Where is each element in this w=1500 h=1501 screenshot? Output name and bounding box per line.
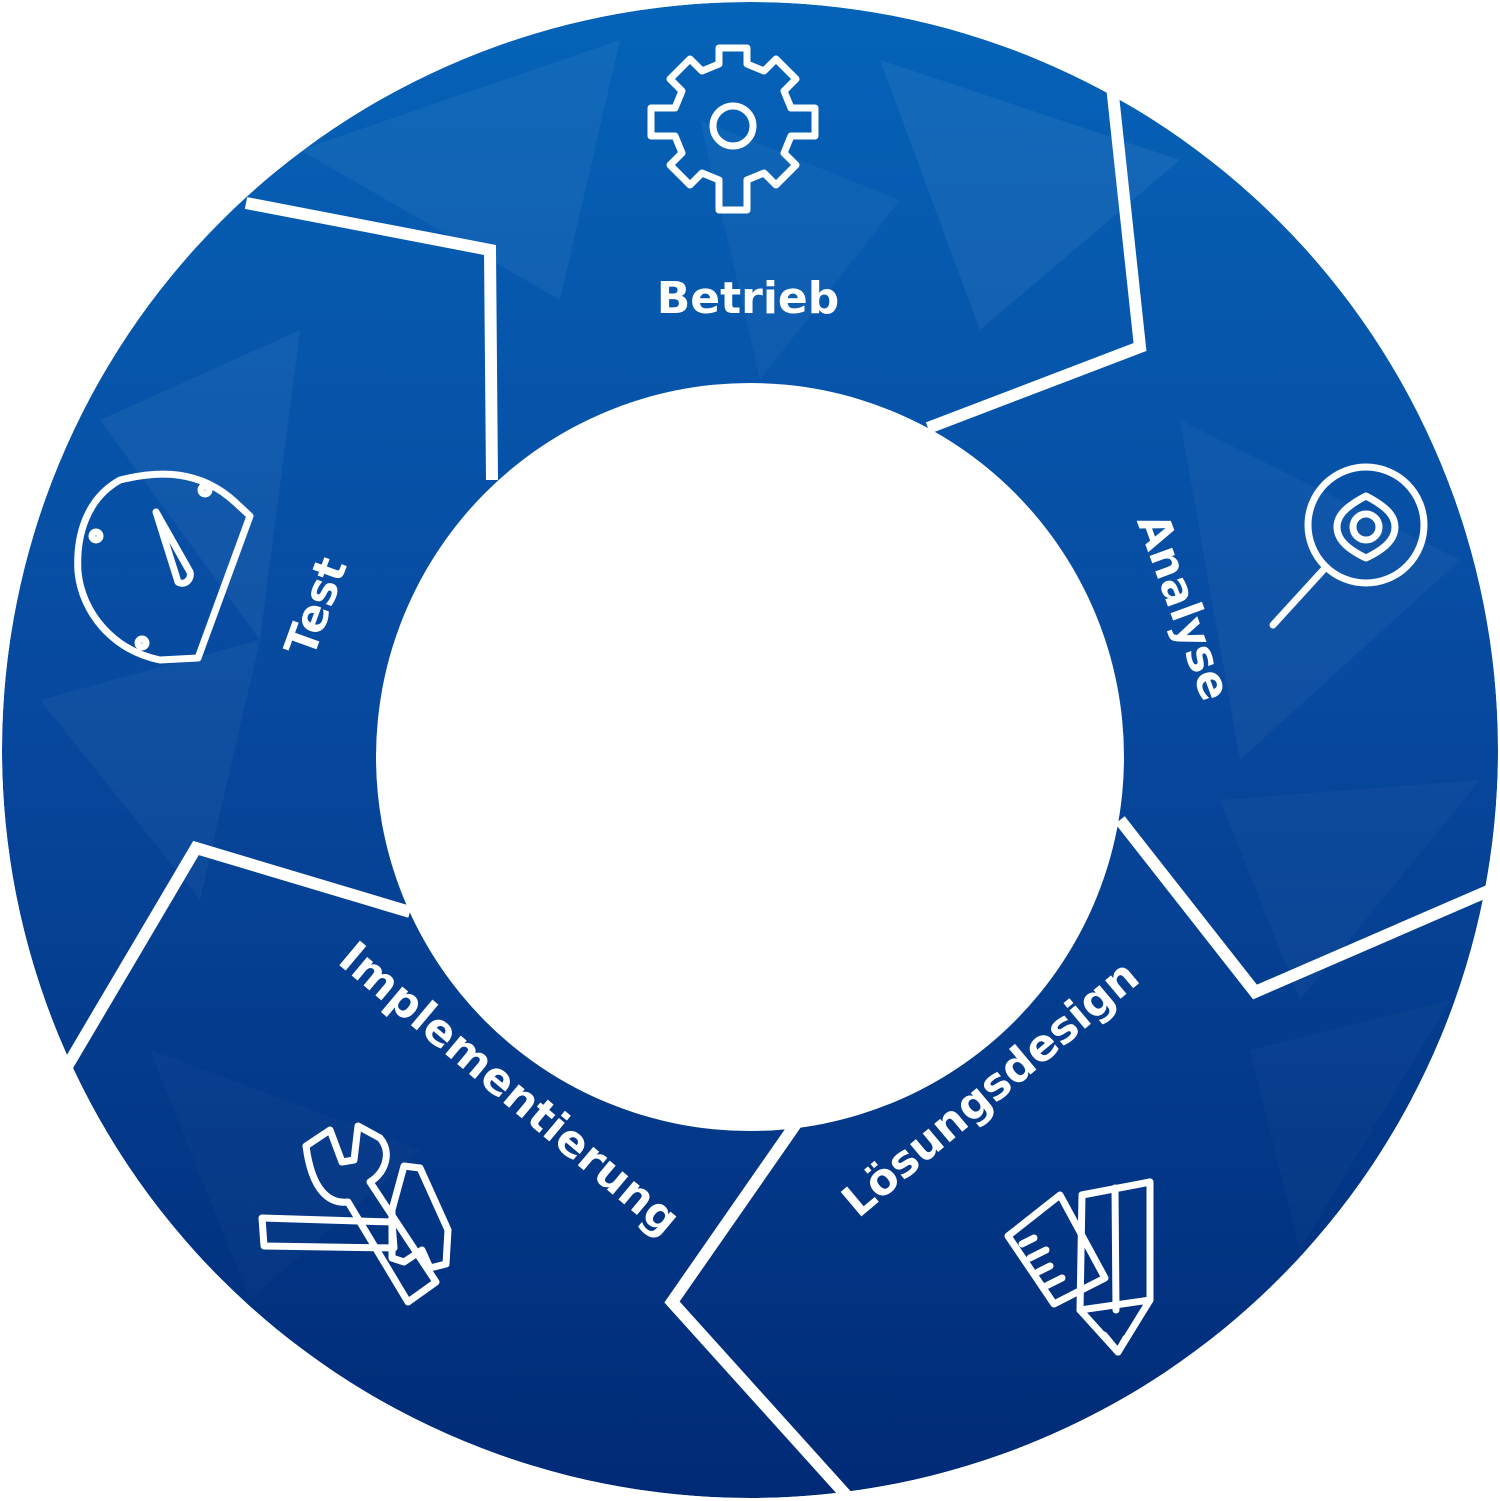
divider-test-betrieb [244, 197, 498, 481]
stopwatch-icon [74, 470, 254, 664]
stage-betrieb: Betrieb [647, 44, 840, 324]
gear-icon [647, 44, 819, 214]
divider-analyse-loesungsdesign [1115, 816, 1498, 1000]
stage-label-betrieb: Betrieb [657, 273, 840, 324]
segment-dividers [56, 85, 1498, 1500]
divider-loesungsdesign-implementierung [664, 1114, 851, 1500]
pencil-ruler-icon [1004, 1178, 1154, 1356]
tools-icon [258, 1122, 452, 1306]
magnifier-eye-icon [1269, 463, 1428, 629]
divider-betrieb-analyse [925, 85, 1147, 434]
background-facets [40, 40, 1460, 900]
divider-implementierung-test [56, 840, 412, 1079]
